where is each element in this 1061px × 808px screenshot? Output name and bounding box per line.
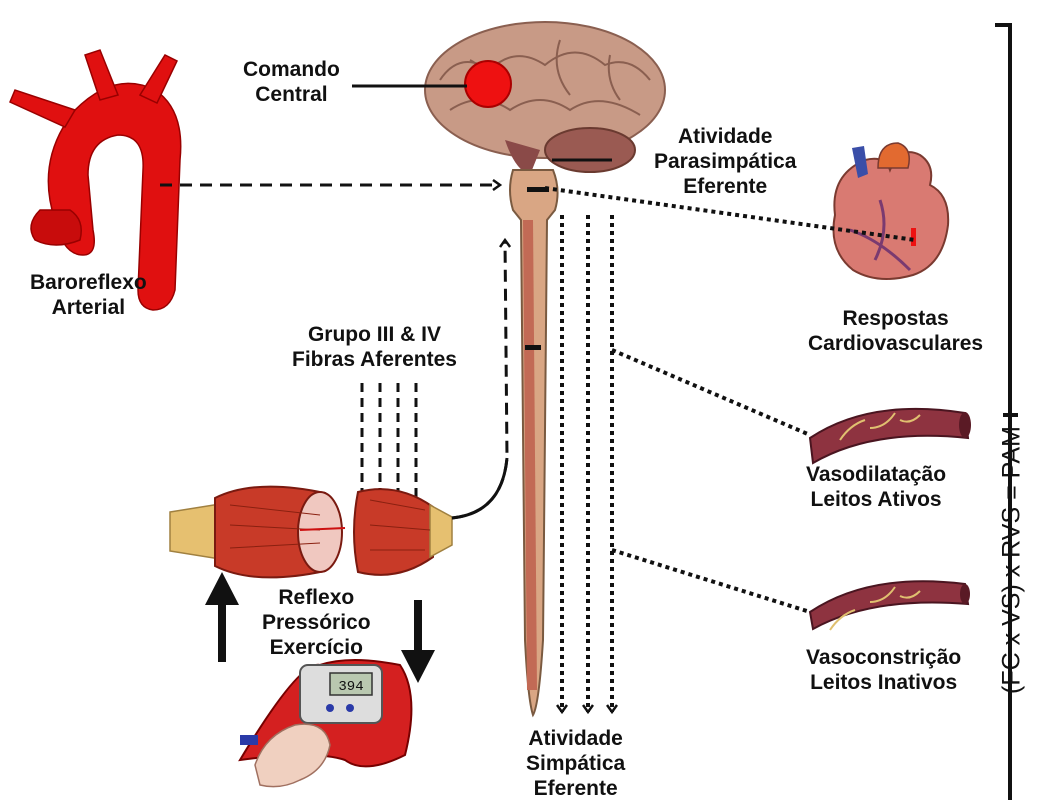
- sympathetic-to-vasodilation: [612, 350, 810, 435]
- dynamometer-icon: 394: [240, 660, 411, 787]
- sympathetic-to-vasoconstriction: [612, 550, 810, 612]
- muscle-afferent-arrow: [452, 240, 507, 518]
- brain-icon: [425, 22, 665, 175]
- central-command-dot: [465, 61, 511, 107]
- dynamometer-display: 394: [338, 679, 363, 695]
- spinal-cord-icon: [510, 170, 558, 715]
- vessel-dilated-icon: [810, 409, 971, 463]
- heart-icon: [833, 143, 948, 279]
- vessel-constricted-icon: [810, 581, 970, 630]
- equation-label: (FC x VS) x RVS = PAM: [998, 426, 1027, 694]
- arrow-up-icon: [205, 572, 239, 662]
- muscle-afferent-solid: [452, 458, 507, 518]
- arrow-down-icon: [401, 600, 435, 683]
- muscle-icon: [170, 487, 452, 578]
